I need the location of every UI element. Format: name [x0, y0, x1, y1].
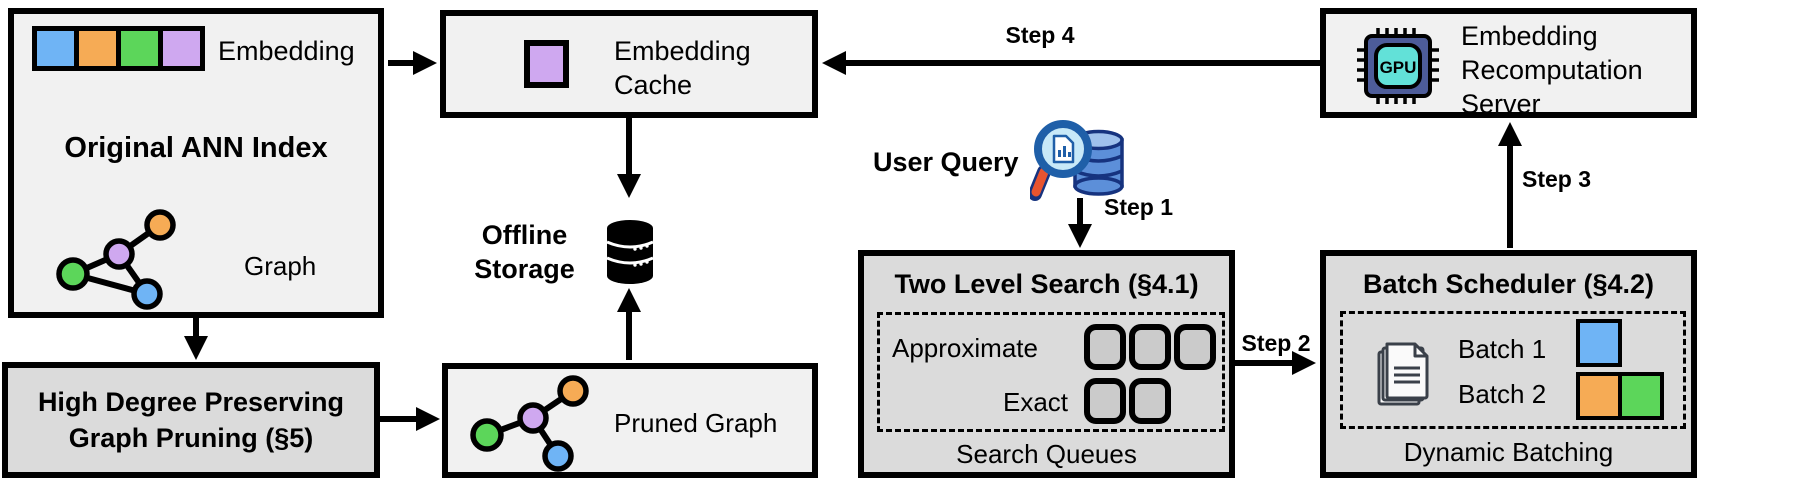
- approximate-queue-slot: [1129, 324, 1171, 370]
- graph-node-green: [56, 257, 90, 291]
- approximate-queue-row: [1084, 324, 1216, 370]
- recomputation-server-box: GPU Embedding Recomputation Server: [1320, 8, 1697, 119]
- two-level-search-box: Two Level Search (§4.1) Approximate Exac…: [858, 250, 1235, 478]
- graph-pruning-box: High Degree Preserving Graph Pruning (§5…: [2, 362, 380, 478]
- embedding-cell-blue: [37, 31, 74, 66]
- exact-queue-row: [1084, 378, 1171, 424]
- original-ann-index-title: Original ANN Index: [64, 132, 328, 164]
- batch2-label: Batch 2: [1458, 379, 1547, 409]
- exact-queue-slot: [1129, 378, 1171, 424]
- graph-node-orange: [557, 375, 589, 407]
- graph-node-blue: [131, 278, 163, 310]
- exact-label: Exact: [1003, 387, 1069, 417]
- cached-embedding-square: [524, 40, 569, 88]
- gpu-chip-label: GPU: [1380, 58, 1417, 77]
- graph-node-purple: [517, 402, 549, 434]
- pruned-graph-illustration: [470, 375, 589, 472]
- step2-label: Step 2: [1241, 330, 1311, 356]
- graph-label: Graph: [244, 251, 317, 281]
- documents-icon: [1377, 342, 1429, 406]
- original-ann-index-box: Embedding Original ANN Index Graph: [8, 8, 384, 318]
- embedding-cell-green: [121, 31, 158, 66]
- graph-node-green: [470, 418, 504, 452]
- pruned-graph-box: Pruned Graph: [442, 363, 818, 478]
- embedding-cell-purple: [163, 31, 200, 66]
- search-queues-footer: Search Queues: [956, 439, 1137, 469]
- embedding-vector-strip: [32, 26, 205, 71]
- step3-label: Step 3: [1522, 166, 1592, 192]
- search-queues-panel: Approximate Exact: [877, 312, 1225, 432]
- search-database-icon: [1030, 120, 1124, 201]
- graph-illustration: [56, 209, 176, 310]
- approximate-queue-slot: [1174, 324, 1216, 370]
- batch1-cell-blue: [1580, 323, 1618, 363]
- embedding-label: Embedding: [218, 36, 355, 66]
- batch2-cell-green: [1622, 376, 1660, 416]
- embedding-cell-orange: [79, 31, 116, 66]
- batch2-squares: [1576, 372, 1664, 420]
- offline-storage-label: Offline Storage: [474, 220, 575, 284]
- database-icon: [606, 220, 654, 284]
- graph-node-purple: [103, 238, 135, 270]
- exact-queue-slot: [1084, 378, 1126, 424]
- pruned-graph-label: Pruned Graph: [614, 408, 778, 438]
- batch1-squares: [1576, 319, 1622, 367]
- embedding-cache-box: Embedding Cache: [440, 10, 818, 118]
- embedding-cache-title: Embedding Cache: [614, 36, 751, 100]
- dynamic-batching-panel: [1340, 311, 1686, 429]
- batch2-cell-orange: [1580, 376, 1618, 416]
- gpu-chip-icon: GPU: [1357, 28, 1439, 104]
- two-level-search-title: Two Level Search (§4.1): [894, 269, 1199, 299]
- recomputation-server-title: Embedding Recomputation Server: [1461, 21, 1643, 119]
- batch1-label: Batch 1: [1458, 334, 1547, 364]
- graph-node-blue: [542, 440, 574, 472]
- graph-pruning-title: High Degree Preserving Graph Pruning (§5…: [37, 387, 345, 453]
- user-query-label: User Query: [873, 147, 1019, 177]
- batch-scheduler-box: Batch Scheduler (§4.2) Batch 1 Batch 2 D…: [1320, 250, 1697, 478]
- dynamic-batching-footer: Dynamic Batching: [1403, 437, 1614, 467]
- step1-label: Step 1: [1104, 194, 1174, 220]
- approximate-label: Approximate: [892, 333, 1038, 363]
- approximate-queue-slot: [1084, 324, 1126, 370]
- step4-label: Step 4: [1005, 22, 1075, 48]
- graph-node-orange: [144, 209, 176, 241]
- batch-scheduler-title: Batch Scheduler (§4.2): [1362, 269, 1655, 299]
